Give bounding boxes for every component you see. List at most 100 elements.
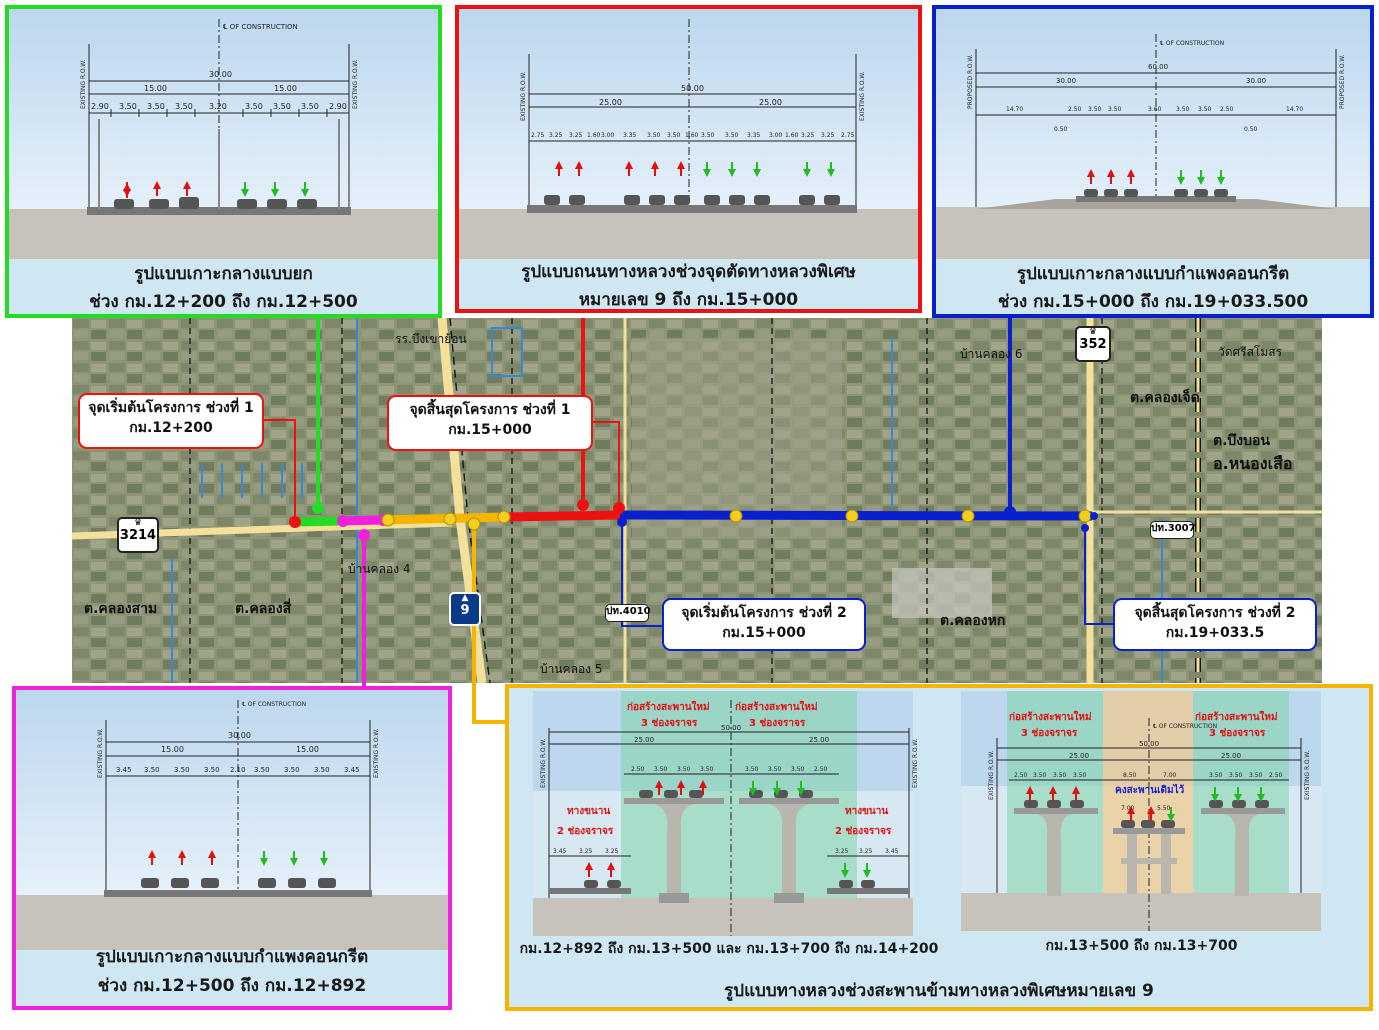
orange-frontage-left: ทางขนาน xyxy=(567,806,610,817)
green-row-left: EXISTING R.O.W. xyxy=(80,60,87,109)
orange-frontage-lane-0: 3.45 xyxy=(553,848,567,855)
blue-row-left: PROPOSED R.O.W. xyxy=(967,55,974,109)
route-9-shield: ▲9 xyxy=(449,592,481,626)
orange-frontage-right-lane-0: 3.25 xyxy=(835,848,849,855)
orange-new-bridge-right: ก่อสร้างสะพานใหม่ xyxy=(735,700,818,713)
green-lane-3: 3.50 xyxy=(175,102,193,111)
red-caption-line2: หมายเลข 9 ถึง กม.15+000 xyxy=(578,290,799,310)
blue-lane-7: 2.50 xyxy=(1220,106,1234,113)
orange-two-lanes-left: 2 ช่องจราจร xyxy=(557,825,614,837)
green-lane-7: 3.50 xyxy=(301,102,319,111)
callout-start-section-1: จุดเริ่มต้นโครงการ ช่วงที่ 1 กม.12+200 xyxy=(78,393,264,449)
orange-right-lane-6: 3.50 xyxy=(1209,772,1223,779)
red-lane-11: 3.35 xyxy=(747,132,761,139)
green-lane-2: 3.50 xyxy=(147,102,165,111)
map-label-khlong-sam: ต.คลองสาม xyxy=(84,601,158,617)
green-lane-5: 3.50 xyxy=(245,102,263,111)
blue-small-left: 0.50 xyxy=(1054,126,1068,133)
magenta-lane-5: 3.50 xyxy=(254,766,270,774)
green-lane-1: 3.50 xyxy=(119,102,137,111)
orange-right-lane-2: 3.50 xyxy=(1053,772,1067,779)
callout-end1-title: จุดสิ้นสุดโครงการ ช่วงที่ 1 xyxy=(409,402,571,418)
red-half-left: 25.00 xyxy=(599,98,622,107)
orange-total-left: 50.00 xyxy=(721,724,741,732)
magenta-lane-2: 3.50 xyxy=(174,766,190,774)
orange-right-lane-3: 3.50 xyxy=(1073,772,1087,779)
orange-left-lane-1: 3.50 xyxy=(654,766,668,773)
green-half-right: 15.00 xyxy=(274,84,297,93)
route-352-shield: ♛352 xyxy=(1075,326,1111,362)
magenta-cl-label: ℄ OF CONSTRUCTION xyxy=(242,701,306,708)
orange-left-lane-0: 2.50 xyxy=(631,766,645,773)
red-lane-10: 3.50 xyxy=(725,132,739,139)
magenta-section-drawing: ℄ OF CONSTRUCTION 30.00 15.00 15.00 3.45… xyxy=(16,700,448,950)
map-background xyxy=(72,318,1322,683)
magenta-row-left: EXISTING R.O.W. xyxy=(97,729,104,778)
red-half-right: 25.00 xyxy=(759,98,782,107)
cross-section-raised-median: ℄ OF CONSTRUCTION 30.00 15.00 15.00 2.90… xyxy=(5,5,442,318)
magenta-lane-1: 3.50 xyxy=(144,766,160,774)
orange-frontage-lane-2: 3.25 xyxy=(605,848,619,855)
callout-end2-km: กม.19+033.5 xyxy=(1165,625,1265,641)
magenta-half-right: 15.00 xyxy=(296,745,319,754)
blue-half-right: 30.00 xyxy=(1246,77,1266,85)
red-row-left: EXISTING R.O.W. xyxy=(520,72,527,121)
orange2-three-lanes-left: 3 ช่องจราจร xyxy=(1021,727,1078,739)
green-cl-label: ℄ OF CONSTRUCTION xyxy=(223,23,298,31)
red-lane-15: 3.25 xyxy=(821,132,835,139)
magenta-total: 30.00 xyxy=(228,731,251,740)
red-lane-16: 2.75 xyxy=(841,132,855,139)
callout-start2-km: กม.15+000 xyxy=(722,625,806,641)
blue-row-right: PROPOSED R.O.W. xyxy=(1339,55,1346,109)
cross-section-concrete-barrier-12-500: ℄ OF CONSTRUCTION 30.00 15.00 15.00 3.45… xyxy=(12,686,452,1010)
green-lane-8: 2.90 xyxy=(329,102,347,111)
blue-lane-2: 3.50 xyxy=(1088,106,1102,113)
magenta-lane-6: 3.50 xyxy=(284,766,300,774)
map-label-ban-khlong-6: บ้านคลอง 6 xyxy=(960,347,1023,361)
blue-caption-line1: รูปแบบเกาะกลางแบบกำแพงคอนกรีต xyxy=(1016,264,1290,284)
callout-end-section-1: จุดสิ้นสุดโครงการ ช่วงที่ 1 กม.15+000 xyxy=(387,395,593,451)
orange-left-lane-3: 3.50 xyxy=(700,766,714,773)
magenta-half-left: 15.00 xyxy=(161,745,184,754)
magenta-lane-0: 3.45 xyxy=(116,766,132,774)
red-lane-7: 3.50 xyxy=(667,132,681,139)
red-lane-8: 1.60 xyxy=(685,132,699,139)
blue-lane-5: 3.50 xyxy=(1176,106,1190,113)
blue-lane-0: 14.70 xyxy=(1006,106,1023,113)
orange-total-right: 50.00 xyxy=(1139,740,1159,748)
map-label-wat-si-samoson: วัดศรีสโมสร xyxy=(1218,345,1283,359)
blue-section-drawing: ℄ OF CONSTRUCTION 60.00 30.00 30.00 14.7… xyxy=(936,34,1370,259)
orange-left-lane-6: 3.50 xyxy=(791,766,805,773)
orange-half-left-a: 25.00 xyxy=(634,736,654,744)
orange-left-lane-7: 2.50 xyxy=(814,766,828,773)
red-lane-9: 3.50 xyxy=(701,132,715,139)
cross-section-concrete-barrier-15-19: ℄ OF CONSTRUCTION 60.00 30.00 30.00 14.7… xyxy=(932,5,1374,318)
orange-right-lane-1: 3.50 xyxy=(1033,772,1047,779)
map-label-khlong-si: ต.คลองสี่ xyxy=(235,601,292,617)
green-row-right: EXISTING R.O.W. xyxy=(352,60,359,109)
red-lane-6: 3.50 xyxy=(647,132,661,139)
map-label-school: รร.บึงเขาย้อน xyxy=(395,332,467,346)
red-lane-5: 3.35 xyxy=(623,132,637,139)
orange-keep-bridge: คงสะพานเดิมไว้ xyxy=(1115,783,1185,796)
orange-two-lanes-right: 2 ช่องจราจร xyxy=(835,825,892,837)
magenta-row-right: EXISTING R.O.W. xyxy=(373,729,380,778)
green-caption-line1: รูปแบบเกาะกลางแบบยก xyxy=(134,264,313,284)
callout-start1-km: กม.12+200 xyxy=(129,420,213,436)
green-lane-0: 2.90 xyxy=(91,102,109,111)
green-caption-line2: ช่วง กม.12+200 ถึง กม.12+500 xyxy=(89,292,358,312)
orange-half-right-a: 25.00 xyxy=(1069,752,1089,760)
green-lane-4: 3.20 xyxy=(209,102,227,111)
magenta-lane-3: 3.50 xyxy=(204,766,220,774)
orange2-new-bridge-right: ก่อสร้างสะพานใหม่ xyxy=(1195,710,1278,723)
map-label-khlong-hok: ต.คลองหก xyxy=(940,613,1006,629)
orange-frontage-right: ทางขนาน xyxy=(845,806,888,817)
green-total: 30.00 xyxy=(209,70,232,79)
green-lane-6: 3.50 xyxy=(273,102,291,111)
orange-subcaption-left: กม.12+892 ถึง กม.13+500 และ กม.13+700 ถึ… xyxy=(519,941,939,957)
red-lane-1: 3.25 xyxy=(549,132,563,139)
map-label-khlong-chet: ต.คลองเจ็ด xyxy=(1130,390,1200,406)
callout-end2-title: จุดสิ้นสุดโครงการ ช่วงที่ 2 xyxy=(1134,605,1296,621)
orange2-new-bridge-left: ก่อสร้างสะพานใหม่ xyxy=(1009,710,1092,723)
orange-inner-1: 5.50 xyxy=(1157,805,1171,812)
